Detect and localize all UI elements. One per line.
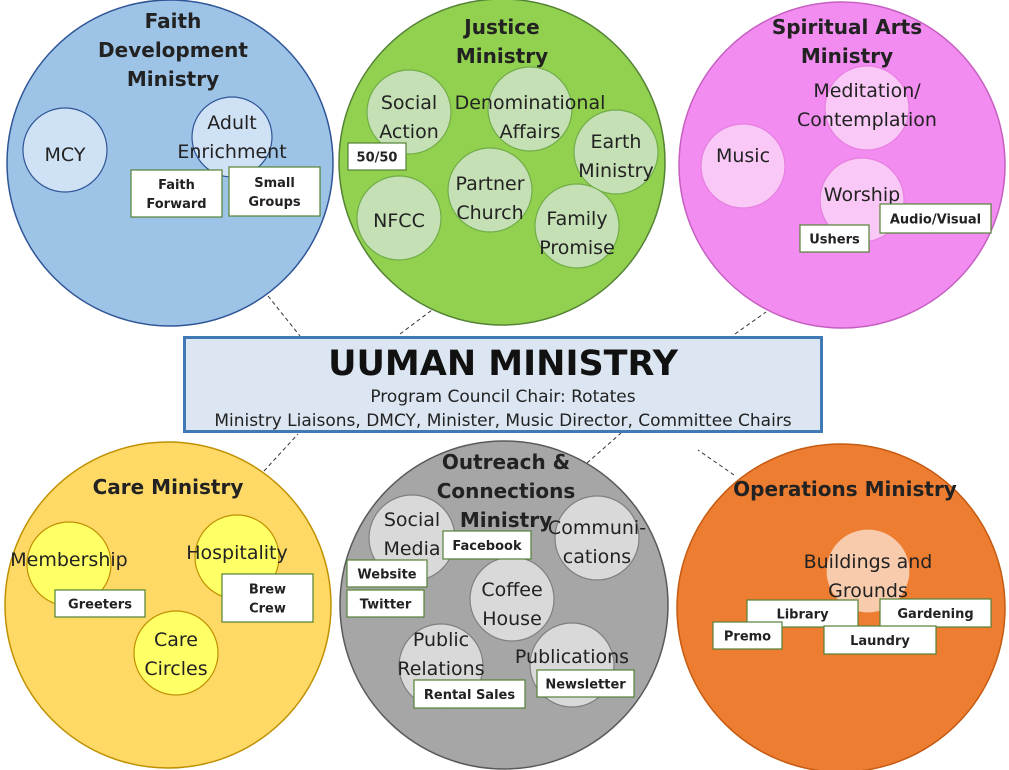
music-label: Music xyxy=(716,145,770,167)
twitter-tag xyxy=(346,589,425,618)
membership-label: Membership xyxy=(10,549,127,571)
ushers-tag-label: Ushers xyxy=(809,233,860,248)
center-box: UUMAN MINISTRY Program Council Chair: Ro… xyxy=(183,336,823,433)
connector-line xyxy=(734,311,767,335)
social-action-circle xyxy=(366,69,452,155)
center-line-chair: Program Council Chair: Rotates xyxy=(370,387,636,407)
buildings-grounds-circle xyxy=(825,528,911,614)
laundry-tag-label: Laundry xyxy=(850,634,910,649)
faith-ministry-circle xyxy=(6,0,334,327)
small-groups-tag xyxy=(228,166,321,217)
website-tag xyxy=(346,559,428,588)
website-tag-label: Website xyxy=(357,568,416,583)
connector-line xyxy=(697,449,735,476)
connector-line xyxy=(263,433,299,472)
center-title: UUMAN MINISTRY xyxy=(328,344,678,384)
greeters-tag-label: Greeters xyxy=(68,598,132,613)
newsletter-tag xyxy=(536,669,635,698)
premo-tag xyxy=(712,621,783,650)
brew-crew-tag xyxy=(221,573,314,623)
premo-tag-label: Premo xyxy=(724,630,771,645)
publications-label: Publications xyxy=(515,646,629,668)
worship-label: Worship xyxy=(824,184,900,206)
care-circles-circle xyxy=(133,610,219,696)
music-circle xyxy=(700,123,786,209)
faith-forward-tag xyxy=(130,169,223,218)
family-promise-circle xyxy=(534,183,620,269)
audio-visual-tag-label: Audio/Visual xyxy=(890,213,981,228)
laundry-tag xyxy=(823,625,937,655)
connector-line xyxy=(399,309,433,335)
fifty-fifty-tag-label: 50/50 xyxy=(357,151,398,166)
nfcc-circle xyxy=(356,175,442,261)
greeters-tag xyxy=(54,589,146,618)
adult-enrichment-circle xyxy=(191,96,273,178)
communications-label: Communi-cations xyxy=(548,517,646,568)
gardening-tag xyxy=(879,598,992,628)
connector-line xyxy=(586,432,622,464)
hospitality-label: Hospitality xyxy=(186,542,288,564)
twitter-tag-label: Twitter xyxy=(360,598,412,613)
partner-church-circle xyxy=(447,147,533,233)
meditation-label: Meditation/Contemplation xyxy=(797,80,937,131)
earth-ministry-circle xyxy=(573,109,659,195)
meditation-circle xyxy=(824,65,910,151)
newsletter-tag-label: Newsletter xyxy=(545,678,626,693)
nfcc-label: NFCC xyxy=(373,210,425,232)
communications-circle xyxy=(554,495,640,581)
operations-ministry-title: Operations Ministry xyxy=(733,477,957,501)
rental-sales-tag xyxy=(413,679,526,709)
facebook-tag xyxy=(442,530,532,560)
ushers-tag xyxy=(799,224,870,253)
connector-line xyxy=(267,295,301,337)
denominational-affairs-circle xyxy=(487,66,573,152)
rental-sales-tag-label: Rental Sales xyxy=(424,688,515,703)
gardening-tag-label: Gardening xyxy=(897,607,973,622)
facebook-tag-label: Facebook xyxy=(452,539,522,554)
mcy-circle xyxy=(22,107,108,193)
center-line-members: Ministry Liaisons, DMCY, Minister, Music… xyxy=(214,411,792,431)
fifty-fifty-tag xyxy=(347,142,407,171)
care-ministry-title: Care Ministry xyxy=(93,475,244,499)
audio-visual-tag xyxy=(879,203,992,234)
mcy-label: MCY xyxy=(45,144,86,166)
library-tag-label: Library xyxy=(776,608,829,623)
